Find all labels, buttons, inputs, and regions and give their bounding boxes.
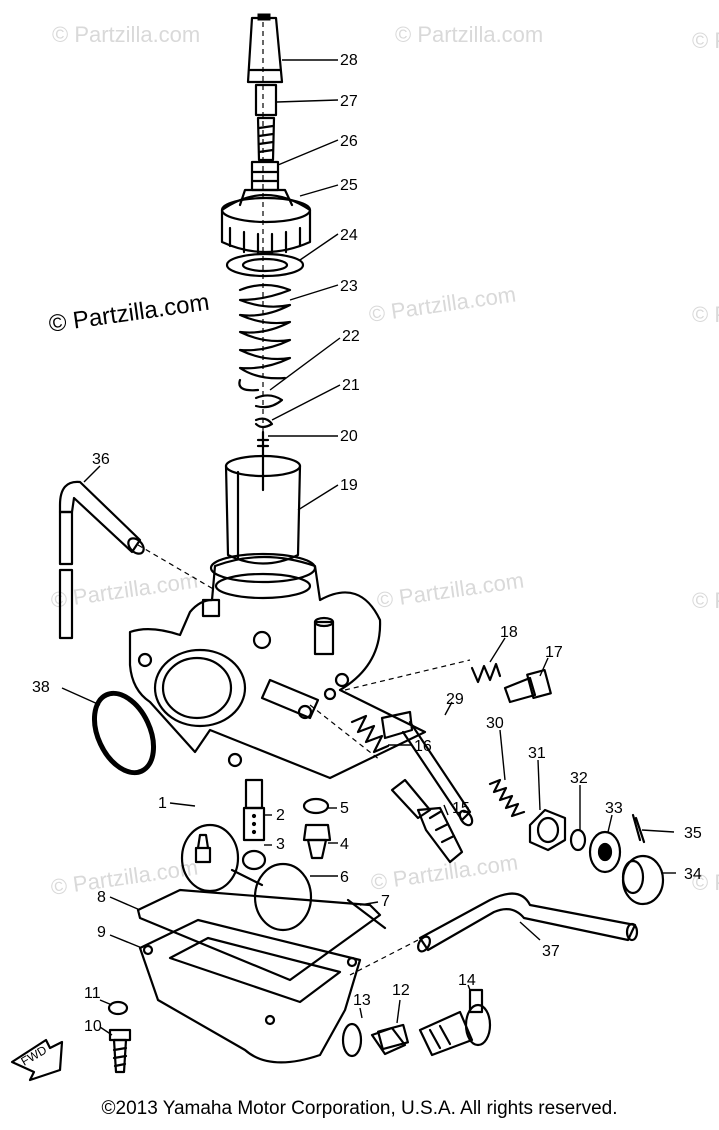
- callout-17: 17: [545, 644, 563, 661]
- part-2-needle-jet: [242, 778, 266, 842]
- callout-37: 37: [542, 943, 560, 960]
- callout-14: 14: [458, 972, 476, 989]
- callout-35: 35: [684, 825, 702, 842]
- callout-18: 18: [500, 624, 518, 641]
- part-30-spring: [488, 778, 526, 818]
- part-34-cap: [621, 854, 665, 906]
- part-29-starter-plunger: [380, 710, 474, 827]
- callout-31: 31: [528, 745, 546, 762]
- part-25-mixing-chamber-top: [220, 188, 312, 256]
- part-22-retaining-clip: [254, 394, 284, 409]
- callout-3: 3: [276, 836, 285, 853]
- part-28-cap: [246, 13, 284, 84]
- watermark: © Partzilla.com: [367, 282, 517, 327]
- callout-19: 19: [340, 477, 358, 494]
- callout-7: 7: [381, 893, 390, 910]
- leader-lines: [61, 59, 676, 1036]
- part-20-jet-needle: [256, 430, 270, 492]
- callout-4: 4: [340, 836, 349, 853]
- callout-36: 36: [92, 451, 110, 468]
- callout-5: 5: [340, 800, 349, 817]
- callout-6: 6: [340, 869, 349, 886]
- part-17-pilot-air-screw: [503, 668, 552, 704]
- callout-numbers: 28 27 26 25 24 23 22 21 20 19 36 18 17 3…: [32, 52, 702, 1035]
- part-15-throttle-stop-screw: [390, 778, 464, 864]
- callout-1: 1: [158, 795, 167, 812]
- part-35-pin: [631, 813, 646, 844]
- callout-34: 34: [684, 866, 702, 883]
- watermark: © Partzilla.com: [692, 870, 719, 895]
- callout-30: 30: [486, 715, 504, 732]
- part-23-spring: [238, 283, 292, 392]
- axis-line-cable: [137, 544, 216, 591]
- part-7-float-pin: [346, 898, 387, 930]
- watermark: © Partzilla.com: [692, 302, 719, 327]
- callout-26: 26: [340, 133, 358, 150]
- callout-10: 10: [84, 1018, 102, 1035]
- carburetor-body: [128, 552, 427, 780]
- callout-38: 38: [32, 679, 50, 696]
- callout-8: 8: [97, 889, 106, 906]
- watermark: © Partzilla.com: [375, 568, 525, 613]
- callout-25: 25: [340, 177, 358, 194]
- assembly-axis-lines: [137, 22, 471, 976]
- copyright-notice: ©2013 Yamaha Motor Corporation, U.S.A. A…: [101, 1098, 618, 1119]
- part-13-washer: [341, 1022, 363, 1058]
- axis-line-pilot-screw: [344, 659, 471, 691]
- part-10-screw: [108, 1028, 132, 1074]
- callout-33: 33: [605, 800, 623, 817]
- part-14-drain-fitting: [418, 988, 492, 1057]
- part-31-plunger-cap-nut: [528, 808, 567, 852]
- part-19-throttle-valve: [224, 454, 302, 565]
- part-1-pilot-jet: [194, 833, 212, 864]
- fwd-arrow-icon: FWD: [10, 1038, 64, 1082]
- callout-15: 15: [452, 800, 470, 817]
- callout-32: 32: [570, 770, 588, 787]
- axis-line-throttle-stop: [309, 704, 381, 761]
- part-8-float-bowl-gasket: [136, 888, 382, 982]
- part-16-spring: [350, 714, 390, 754]
- callout-13: 13: [353, 992, 371, 1009]
- watermark: © Partzilla.com: [395, 22, 543, 47]
- fwd-label: FWD: [19, 1043, 50, 1069]
- part-36-cable-tube: [58, 480, 145, 640]
- callout-23: 23: [340, 278, 358, 295]
- part-5-washer: [302, 797, 330, 815]
- callout-21: 21: [342, 377, 360, 394]
- part-3-washer: [241, 849, 267, 871]
- callout-16: 16: [414, 738, 432, 755]
- part-32-washer: [569, 828, 587, 852]
- part-12-drain-screw: [370, 1023, 409, 1056]
- callout-22: 22: [342, 328, 360, 345]
- callout-27: 27: [340, 93, 358, 110]
- callout-12: 12: [392, 982, 410, 999]
- callout-2: 2: [276, 807, 285, 824]
- callout-24: 24: [340, 227, 358, 244]
- watermark: © Partzilla.com: [692, 588, 719, 613]
- part-11-washer: [107, 1000, 129, 1016]
- part-26-locknut: [250, 160, 280, 192]
- watermark: © Partzilla.com: [692, 28, 719, 53]
- callout-11: 11: [84, 985, 101, 1002]
- part-4-main-jet: [302, 823, 332, 860]
- part-27-adjuster: [254, 83, 278, 162]
- part-24-gasket: [225, 252, 305, 278]
- part-38-o-ring: [91, 690, 157, 776]
- part-9-float-bowl: [138, 918, 362, 1064]
- callout-20: 20: [340, 428, 358, 445]
- watermark: © Partzilla.com: [52, 22, 200, 47]
- watermark-main: © Partzilla.com: [47, 289, 211, 338]
- watermark: © Partzilla.com: [49, 855, 199, 900]
- callout-28: 28: [340, 52, 358, 69]
- callout-9: 9: [97, 924, 106, 941]
- part-18-spring: [470, 662, 502, 684]
- callout-29: 29: [446, 691, 464, 708]
- part-37-overflow-hose: [417, 892, 639, 953]
- watermark: © Partzilla.com: [369, 850, 519, 895]
- axis-line-drain: [349, 939, 419, 976]
- part-33-cap: [588, 830, 622, 874]
- part-21-needle-clip: [254, 417, 274, 429]
